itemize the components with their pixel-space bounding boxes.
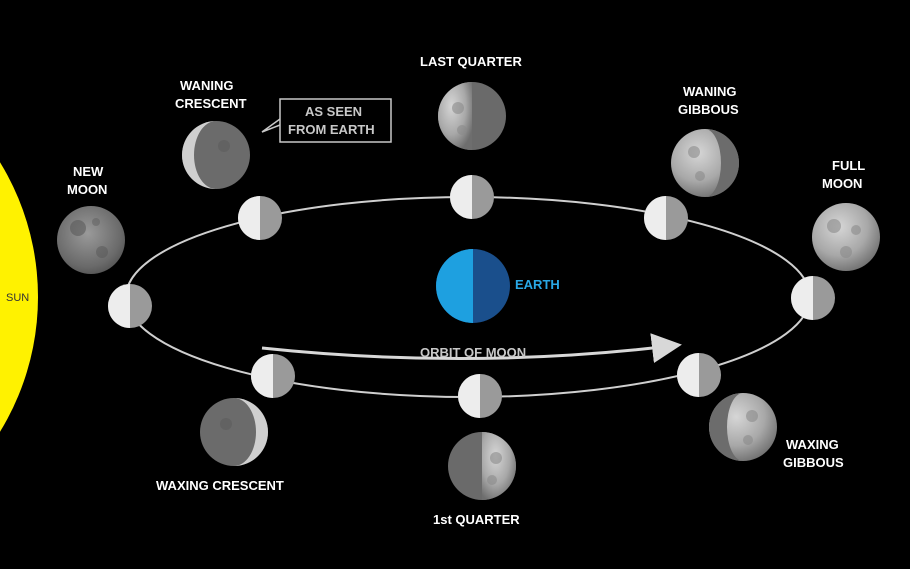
appearance-moon-waxing-crescent bbox=[200, 398, 268, 466]
appearance-moon-first-quarter bbox=[448, 432, 516, 500]
appearance-moon-new bbox=[57, 206, 125, 274]
label-new-moon-line1: NEW bbox=[73, 164, 104, 179]
orbit-moon-last-quarter bbox=[450, 175, 494, 219]
sun-label: SUN bbox=[6, 292, 29, 304]
label-waxing-gibbous-line1: WAXING bbox=[786, 437, 839, 452]
earth-label: EARTH bbox=[515, 277, 560, 292]
label-new-moon-line2: MOON bbox=[67, 182, 107, 197]
label-full-moon-line1: FULL bbox=[832, 158, 865, 173]
orbit-moon-waning-gibbous bbox=[644, 196, 688, 240]
sun bbox=[0, 162, 38, 432]
label-waning-gibbous-line2: GIBBOUS bbox=[678, 102, 739, 117]
label-waning-gibbous-line1: WANING bbox=[683, 84, 736, 99]
label-last-quarter: LAST QUARTER bbox=[420, 54, 522, 69]
appearance-moon-waning-gibbous bbox=[671, 129, 739, 197]
label-waning-crescent-line2: CRESCENT bbox=[175, 96, 247, 111]
orbit-moon-waning-crescent bbox=[238, 196, 282, 240]
label-waxing-gibbous-line2: GIBBOUS bbox=[783, 455, 844, 470]
label-full-moon-line2: MOON bbox=[822, 176, 862, 191]
appearance-moon-last-quarter bbox=[438, 82, 506, 150]
label-waxing-crescent: WAXING CRESCENT bbox=[156, 478, 284, 493]
orbit-moon-new bbox=[108, 284, 152, 328]
label-first-quarter: 1st QUARTER bbox=[433, 512, 520, 527]
orbit-direction-arrow bbox=[261, 333, 682, 364]
appearance-moon-full bbox=[812, 203, 880, 271]
appearance-moon-waning-crescent bbox=[182, 121, 250, 189]
orbit-label: ORBIT OF MOON bbox=[420, 345, 526, 360]
orbit-moon-first-quarter bbox=[458, 374, 502, 418]
orbit-moon-full bbox=[791, 276, 835, 320]
callout-line2: FROM EARTH bbox=[288, 122, 375, 137]
label-waning-crescent-line1: WANING bbox=[180, 78, 233, 93]
callout-line1: AS SEEN bbox=[305, 104, 362, 119]
callout-as-seen-from-earth: AS SEEN FROM EARTH bbox=[261, 98, 392, 143]
orbit-moon-waxing-crescent bbox=[251, 354, 295, 398]
orbit-moon-waxing-gibbous bbox=[677, 353, 721, 397]
earth bbox=[436, 249, 510, 323]
appearance-moon-waxing-gibbous bbox=[709, 393, 777, 461]
